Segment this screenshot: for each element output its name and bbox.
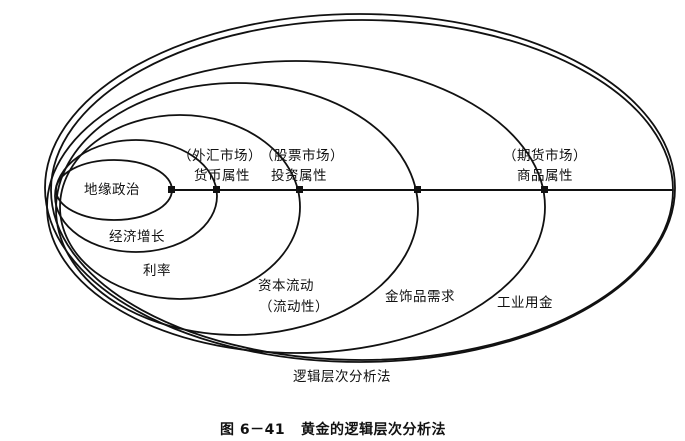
- node-jewelry: [414, 186, 421, 193]
- label-capital-flow: 资本流动: [258, 278, 314, 294]
- capital-flow-ellipse: [55, 82, 419, 336]
- label-industrial-gold: 工业用金: [497, 295, 553, 311]
- label-interest-rate: 利率: [143, 262, 171, 279]
- node-currency: [213, 186, 220, 193]
- label-futures-market: （期货市场）: [503, 147, 587, 164]
- node-commodity: [541, 186, 548, 193]
- economic-growth-ellipse: [54, 139, 218, 253]
- label-capital-flow-note: （流动性）: [259, 299, 329, 315]
- label-jewelry-demand: 金饰品需求: [385, 289, 455, 305]
- node-geopolitics: [168, 186, 175, 193]
- figure-number: 图 6－41: [220, 422, 285, 438]
- node-investment: [296, 186, 303, 193]
- figure-title: 黄金的逻辑层次分析法: [301, 421, 446, 438]
- label-investment-attribute: 投资属性: [271, 168, 327, 184]
- label-outer: 逻辑层次分析法: [293, 369, 391, 385]
- label-commodity-attribute: 商品属性: [517, 168, 573, 184]
- label-geopolitics: 地缘政治: [84, 182, 140, 198]
- label-economic-growth: 经济增长: [109, 229, 165, 245]
- label-currency-market: （外汇市场）: [178, 147, 262, 164]
- label-stock-market: （股票市场）: [260, 147, 344, 164]
- outer-ellipse: [44, 13, 676, 363]
- interest-rate-ellipse: [59, 114, 301, 300]
- label-currency-attribute: 货币属性: [194, 167, 250, 184]
